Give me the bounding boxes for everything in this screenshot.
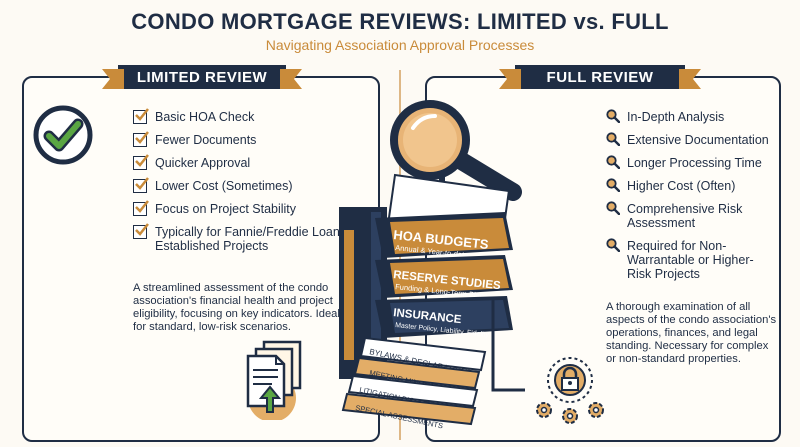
list-item-label: Quicker Approval <box>155 156 251 170</box>
checkbox-icon <box>133 177 149 193</box>
list-item: Required for Non-Warrantable or Higher-R… <box>606 238 776 281</box>
limited-review-banner: LIMITED REVIEW <box>102 65 302 89</box>
list-item-label: Focus on Project Stability <box>155 202 297 216</box>
list-item: Longer Processing Time <box>606 155 776 170</box>
list-item: Focus on Project Stability <box>133 200 368 216</box>
list-item-label: Fewer Documents <box>155 133 257 147</box>
list-item: Higher Cost (Often) <box>606 178 776 193</box>
list-item-label: Extensive Documentation <box>627 133 769 147</box>
lock-gears-icon <box>536 357 604 424</box>
list-item: Extensive Documentation <box>606 132 776 147</box>
magnifier-bullet-icon <box>606 178 620 192</box>
magnifier-bullet-icon <box>606 201 620 215</box>
page-subtitle: Navigating Association Approval Processe… <box>265 37 535 53</box>
magnifier-icon <box>390 100 522 201</box>
list-item-label: Typically for Fannie/Freddie Loans on Es… <box>155 225 364 253</box>
magnifier-bullet-icon <box>606 238 620 252</box>
list-item: Quicker Approval <box>133 154 368 170</box>
list-item: Lower Cost (Sometimes) <box>133 177 368 193</box>
limited-review-description: A streamlined assessment of the condo as… <box>133 282 340 333</box>
list-item: Typically for Fannie/Freddie Loans on Es… <box>133 223 368 253</box>
magnifier-bullet-icon <box>606 132 620 146</box>
list-item-label: Comprehensive Risk Assessment <box>627 202 743 230</box>
list-item: Fewer Documents <box>133 131 368 147</box>
magnifier-bullet-icon <box>606 155 620 169</box>
list-item-label: Lower Cost (Sometimes) <box>155 179 293 193</box>
checkbox-icon <box>133 223 149 239</box>
list-item-label: Basic HOA Check <box>155 110 255 124</box>
document-stack-illustration: HOA BUDGETS Annual & Year-to-date RESERV… <box>339 100 525 430</box>
list-item-label: Higher Cost (Often) <box>627 179 736 193</box>
checkbox-icon <box>133 108 149 124</box>
full-review-banner: FULL REVIEW <box>499 65 701 89</box>
list-item-label: In-Depth Analysis <box>627 110 725 124</box>
list-item-label: Required for Non-Warrantable or Higher-R… <box>627 239 754 281</box>
check-badge-icon <box>33 105 93 165</box>
documents-icon <box>246 340 302 420</box>
checkbox-icon <box>133 154 149 170</box>
list-item: Comprehensive Risk Assessment <box>606 201 776 230</box>
full-review-description: A thorough examination of all aspects of… <box>606 301 777 365</box>
checkbox-icon <box>133 200 149 216</box>
list-item: Basic HOA Check <box>133 108 368 124</box>
list-item: In-Depth Analysis <box>606 109 776 124</box>
list-item-label: Longer Processing Time <box>627 156 762 170</box>
limited-review-list: Basic HOA Check Fewer Documents Quicker … <box>133 108 368 262</box>
full-review-list: In-Depth Analysis Extensive Documentatio… <box>606 109 776 290</box>
checkbox-icon <box>133 131 149 147</box>
page-title: CONDO MORTGAGE REVIEWS: LIMITED vs. FULL <box>131 9 669 34</box>
magnifier-bullet-icon <box>606 109 620 123</box>
